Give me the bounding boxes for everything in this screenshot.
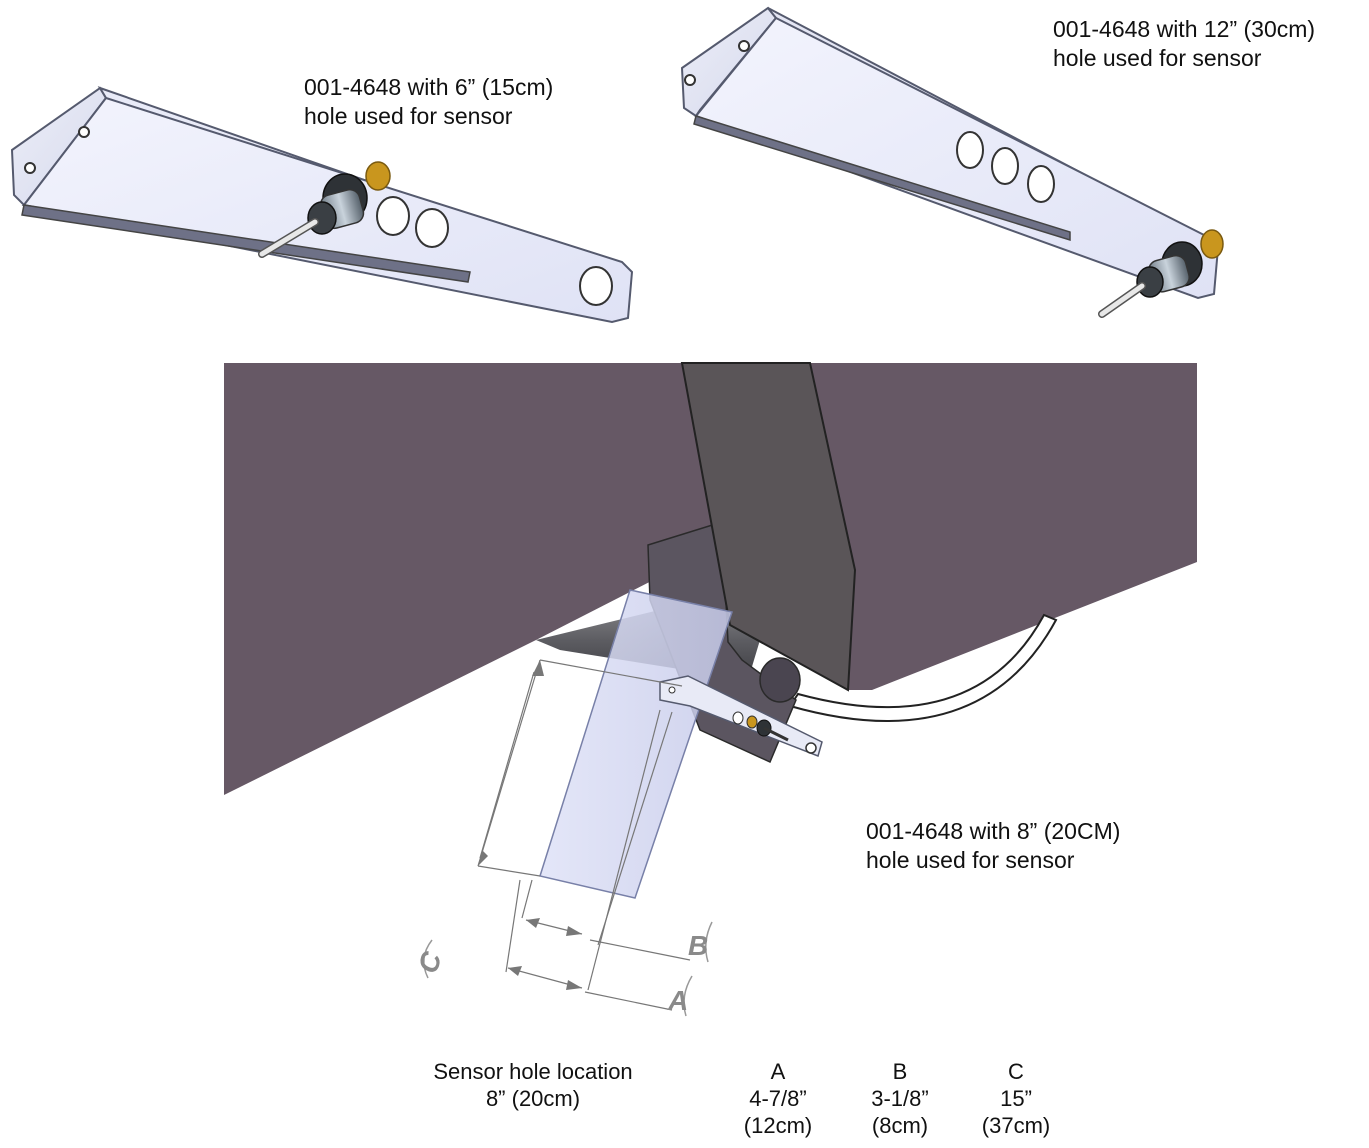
column-imperial: 4-7/8”	[749, 1086, 807, 1111]
mounted-bracket	[659, 675, 823, 757]
fender-arc	[788, 613, 1058, 722]
sensor-hole	[415, 208, 449, 248]
mount-hole	[738, 40, 750, 52]
column-metric: (8cm)	[871, 1113, 929, 1138]
dim-column-a: A 4-7/8” (12cm)	[718, 1058, 838, 1139]
location-label: Sensor hole location	[433, 1059, 633, 1084]
bracket-12in	[680, 6, 1224, 318]
column-header: B	[892, 1059, 908, 1084]
mount-hole	[684, 74, 696, 86]
column-header: C	[1008, 1059, 1024, 1084]
sensor	[258, 161, 391, 258]
frame-post	[680, 362, 857, 692]
bracket-bottom-flange	[21, 204, 471, 283]
caption-line: 001-4648 with 12” (30cm)	[1053, 16, 1316, 42]
sensor	[1098, 229, 1224, 318]
dim-label-a: A	[667, 985, 688, 1016]
caption-12in: 001-4648 with 12” (30cm) hole used for s…	[1053, 15, 1315, 73]
dimension-arrows	[478, 660, 582, 990]
caption-6in: 001-4648 with 6” (15cm) hole used for se…	[304, 73, 553, 131]
column-metric: (12cm)	[743, 1113, 813, 1138]
column-imperial: 15”	[1000, 1086, 1032, 1111]
sensor-hole	[956, 131, 984, 169]
caption-line: 001-4648 with 6” (15cm)	[304, 74, 554, 100]
installation-view: C B A	[224, 362, 1197, 1017]
caption-line: hole used for sensor	[866, 847, 1075, 873]
dimension-lines	[477, 659, 691, 1011]
sensor-hole	[1027, 165, 1055, 203]
bracket-bottom-flange	[693, 115, 1071, 242]
sensor-hole	[579, 266, 613, 306]
sensor-hole	[376, 196, 410, 236]
column-metric: (37cm)	[981, 1113, 1051, 1138]
mount-hole	[78, 126, 90, 138]
tank-body-left	[224, 363, 725, 795]
caption-line: hole used for sensor	[304, 103, 513, 129]
transparent-panel	[539, 589, 733, 899]
sensor-hole	[991, 147, 1019, 185]
sensor-hole-location: Sensor hole location 8” (20cm)	[402, 1058, 664, 1112]
column-header: A	[770, 1059, 786, 1084]
caption-line: hole used for sensor	[1053, 45, 1262, 71]
caption-line: 001-4648 with 8” (20CM)	[866, 818, 1121, 844]
tank-body-right	[810, 363, 1197, 690]
column-imperial: 3-1/8”	[871, 1086, 929, 1111]
mount-hole	[24, 162, 36, 174]
dimension-callouts: C B A	[412, 921, 713, 1017]
dim-label-b: B	[688, 930, 708, 961]
dim-column-c: C 15” (37cm)	[956, 1058, 1076, 1139]
location-value: 8” (20cm)	[485, 1086, 581, 1111]
dim-label-c: C	[412, 947, 448, 977]
caption-8in: 001-4648 with 8” (20CM) hole used for se…	[866, 817, 1120, 875]
bracket-6in	[10, 86, 634, 324]
dim-column-b: B 3-1/8” (8cm)	[840, 1058, 960, 1139]
hub-bore	[759, 657, 801, 703]
